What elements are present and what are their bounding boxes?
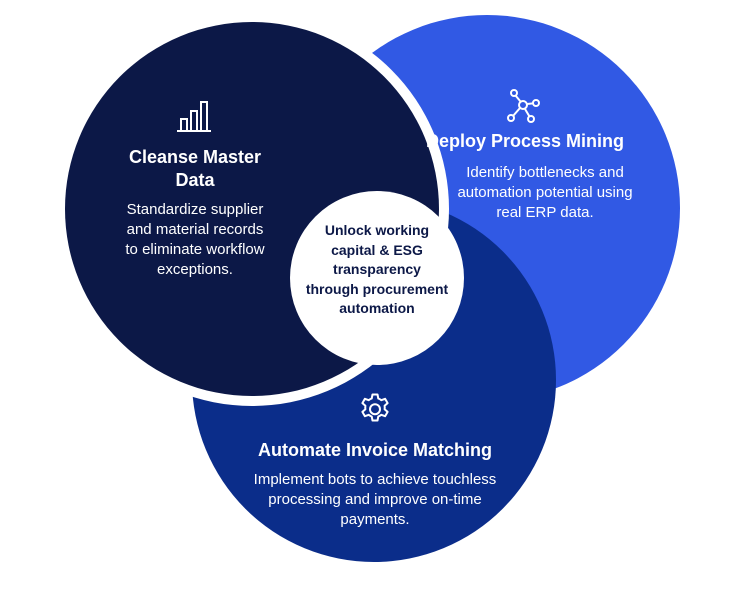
center-statement: Unlock working capital & ESG transparenc… <box>305 222 449 316</box>
deploy-title: Deploy Process Mining <box>425 131 625 151</box>
automate-description: Implement bots to achieve touchless proc… <box>253 471 497 528</box>
bar-chart-icon <box>177 101 211 132</box>
center-circle <box>290 191 464 365</box>
network-nodes-icon <box>507 89 540 123</box>
deploy-description: Identify bottlenecks and automation pote… <box>457 164 633 221</box>
gear-icon <box>361 393 389 422</box>
cleanse-description: Standardize supplier and material record… <box>125 201 265 278</box>
cleanse-title: Cleanse Master Data <box>128 147 262 190</box>
automate-title: Automate Invoice Matching <box>257 440 493 460</box>
